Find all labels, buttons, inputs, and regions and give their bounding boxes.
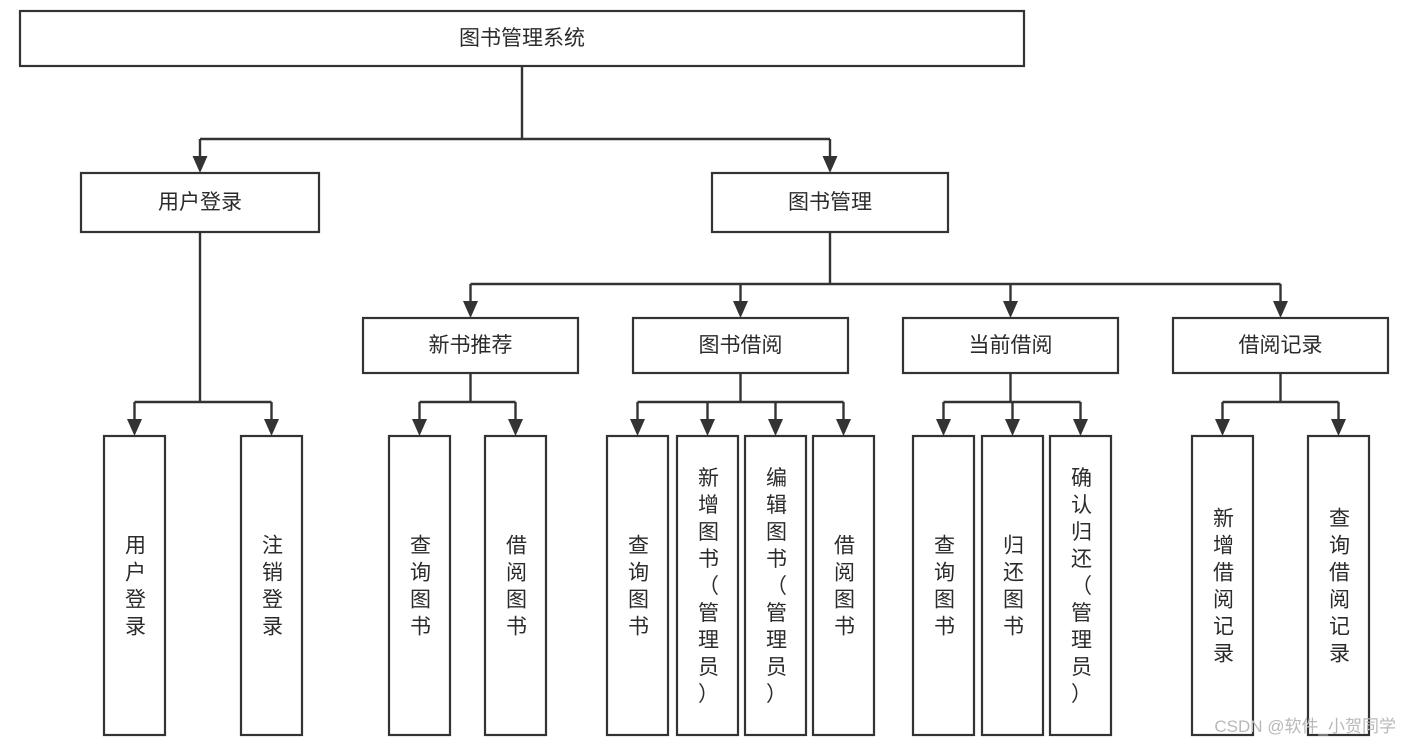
arrow-head-icon	[192, 156, 208, 173]
node-label: 当前借阅	[969, 334, 1053, 357]
arrow-head-icon	[1003, 301, 1018, 318]
node-l-borrow-book-1[interactable]: 借阅图书	[483, 434, 548, 737]
node-label: 新增图书（管理员）	[698, 467, 719, 706]
edge-group-n-user-login	[127, 232, 279, 436]
arrow-head-icon	[508, 419, 523, 436]
node-label: 编辑图书（管理员）	[766, 467, 787, 706]
arrow-head-icon	[1073, 419, 1088, 436]
node-label: 新增借阅记录	[1213, 508, 1234, 666]
node-box	[901, 316, 1120, 375]
node-l-borrow-book-2[interactable]: 借阅图书	[811, 434, 876, 737]
node-label: 查询图书	[934, 535, 955, 639]
node-label: 图书借阅	[699, 334, 783, 357]
arrow-head-icon	[463, 301, 478, 318]
node-box	[675, 434, 740, 737]
node-n-user-login[interactable]: 用户登录	[79, 171, 321, 234]
node-box	[710, 171, 950, 234]
node-label: 查询图书	[628, 535, 649, 639]
node-label: 新书推荐	[429, 334, 513, 357]
node-root[interactable]: 图书管理系统	[18, 9, 1026, 68]
node-label: 图书管理	[788, 191, 872, 214]
node-label: 注销登录	[262, 535, 283, 639]
edge-group-n-new-rec	[412, 373, 523, 436]
node-n-current[interactable]: 当前借阅	[901, 316, 1120, 375]
node-box	[239, 434, 304, 737]
node-label: 用户登录	[158, 191, 242, 214]
node-box	[18, 9, 1026, 68]
node-box	[102, 434, 167, 737]
node-l-confirm-return[interactable]: 确认归还（管理员）	[1048, 434, 1113, 737]
node-box	[1171, 316, 1390, 375]
node-box	[79, 171, 321, 234]
node-layer: 图书管理系统用户登录图书管理新书推荐图书借阅当前借阅借阅记录用户登录注销登录查询…	[18, 9, 1390, 737]
node-l-query-book-3[interactable]: 查询图书	[911, 434, 976, 737]
arrow-head-icon	[1273, 301, 1288, 318]
arrow-head-icon	[700, 419, 715, 436]
edge-group-n-current	[936, 373, 1088, 436]
node-l-query-book-2[interactable]: 查询图书	[605, 434, 670, 737]
arrow-head-icon	[836, 419, 851, 436]
node-n-borrow[interactable]: 图书借阅	[631, 316, 850, 375]
node-label: 借阅记录	[1239, 334, 1323, 357]
arrow-head-icon	[1005, 419, 1020, 436]
arrow-head-icon	[630, 419, 645, 436]
node-label: 借阅图书	[506, 535, 527, 639]
node-n-book-mgmt[interactable]: 图书管理	[710, 171, 950, 234]
node-l-edit-book[interactable]: 编辑图书（管理员）	[743, 434, 808, 737]
node-l-user-login[interactable]: 用户登录	[102, 434, 167, 737]
arrow-head-icon	[264, 419, 279, 436]
node-l-query-book-1[interactable]: 查询图书	[387, 434, 452, 737]
node-label: 图书管理系统	[459, 27, 585, 50]
node-label: 归还图书	[1003, 535, 1024, 639]
edge-group-n-book-mgmt	[463, 232, 1288, 318]
node-box	[743, 434, 808, 737]
node-label: 查询借阅记录	[1329, 508, 1350, 666]
edge-group-root	[192, 66, 838, 173]
arrow-head-icon	[412, 419, 427, 436]
node-box	[483, 434, 548, 737]
node-box	[911, 434, 976, 737]
node-box	[1048, 434, 1113, 737]
arrow-head-icon	[1331, 419, 1346, 436]
node-label: 确认归还（管理员）	[1071, 467, 1092, 706]
node-box	[361, 316, 580, 375]
node-l-return-book[interactable]: 归还图书	[980, 434, 1045, 737]
node-box	[605, 434, 670, 737]
arrow-head-icon	[822, 156, 838, 173]
edge-group-n-record	[1215, 373, 1346, 436]
edge-group-n-borrow	[630, 373, 851, 436]
arrow-head-icon	[733, 301, 748, 318]
node-box	[980, 434, 1045, 737]
node-label: 用户登录	[125, 535, 146, 639]
node-box	[811, 434, 876, 737]
arrow-head-icon	[1215, 419, 1230, 436]
arrow-head-icon	[127, 419, 142, 436]
node-l-logout[interactable]: 注销登录	[239, 434, 304, 737]
node-l-add-record[interactable]: 新增借阅记录	[1190, 434, 1255, 737]
node-label: 借阅图书	[834, 535, 855, 639]
node-l-add-book[interactable]: 新增图书（管理员）	[675, 434, 740, 737]
node-box	[1190, 434, 1255, 737]
arrow-head-icon	[768, 419, 783, 436]
csdn-watermark: CSDN @软件_小贺同学	[1214, 717, 1396, 736]
node-box	[387, 434, 452, 737]
node-n-new-rec[interactable]: 新书推荐	[361, 316, 580, 375]
node-box	[1306, 434, 1371, 737]
node-label: 查询图书	[410, 535, 431, 639]
arrow-head-icon	[936, 419, 951, 436]
node-box	[631, 316, 850, 375]
connector-layer	[127, 66, 1346, 436]
node-n-record[interactable]: 借阅记录	[1171, 316, 1390, 375]
node-l-query-record[interactable]: 查询借阅记录	[1306, 434, 1371, 737]
